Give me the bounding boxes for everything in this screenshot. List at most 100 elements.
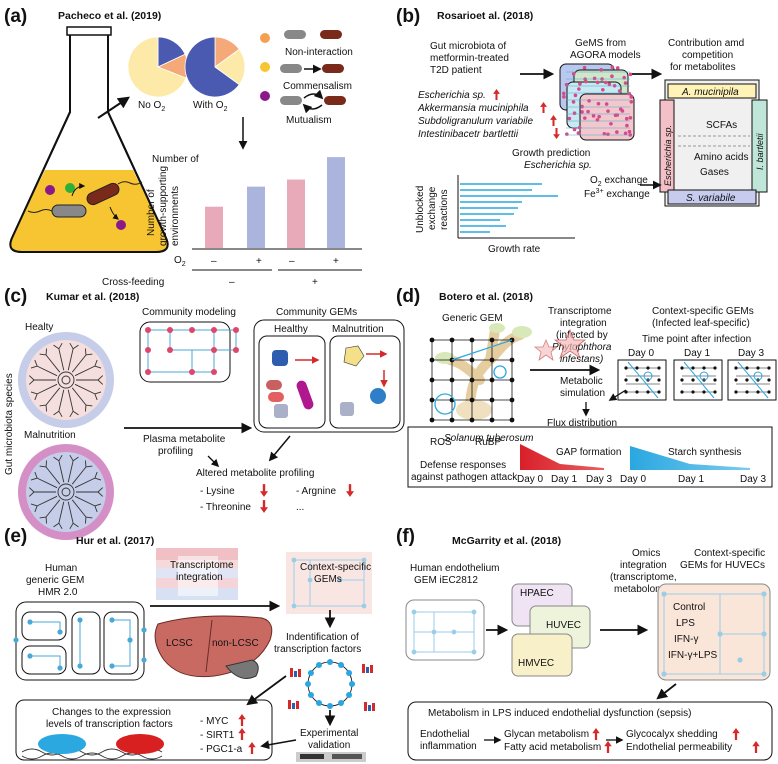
community-gems-label: Community GEMs bbox=[276, 307, 357, 318]
amino-acids-label: Amino acids bbox=[694, 152, 748, 163]
network-node bbox=[145, 327, 151, 333]
gem-node bbox=[599, 67, 603, 72]
metabolite-ellipsis: ... bbox=[296, 502, 304, 513]
gem-node bbox=[564, 82, 569, 87]
o2-sign-1: – bbox=[211, 256, 217, 267]
tf-node bbox=[327, 703, 333, 709]
gem-node bbox=[509, 357, 515, 363]
transcription-factor-network bbox=[288, 659, 375, 711]
gem-node bbox=[624, 116, 629, 121]
contrib-line-3: for metabolites bbox=[670, 62, 736, 73]
gem-node bbox=[601, 87, 605, 92]
gem-node bbox=[627, 91, 632, 96]
panel-b: (b) Rosarioet al. (2018) Gut microbiota … bbox=[396, 6, 768, 255]
gem-node bbox=[489, 377, 495, 383]
fatty-acid-metabolism: Fatty acid metabolism bbox=[504, 742, 601, 753]
gem-node bbox=[587, 98, 591, 103]
tf-node bbox=[307, 670, 314, 676]
gem-node bbox=[595, 80, 600, 85]
context-e-line-1: Context-specific bbox=[300, 562, 371, 573]
day-3-starch: Day 3 bbox=[740, 474, 767, 485]
network-node bbox=[211, 327, 217, 333]
community-healthy-label: Healthy bbox=[274, 324, 308, 335]
growth-bar bbox=[247, 186, 265, 248]
panel-a-author: Pacheco et al. (2019) bbox=[58, 10, 161, 22]
o2-exchange-label: O2 exchange bbox=[590, 175, 648, 188]
endothelial-permeability: Endothelial permeability bbox=[626, 742, 732, 753]
pie-with-o2-label: With O2 bbox=[193, 100, 228, 113]
generic-gem-label: Generic GEM bbox=[442, 313, 503, 324]
o2-sign-2: + bbox=[256, 256, 262, 267]
context-line-2: (Infected leaf-specific) bbox=[652, 318, 750, 329]
healthy-microbiota-disc bbox=[18, 332, 114, 428]
panel-e: (e) Hur et al. (2017) Human generic GEM … bbox=[4, 526, 375, 762]
metabolic-line-2: simulation bbox=[560, 388, 605, 399]
gem-node bbox=[429, 417, 435, 423]
gem-node bbox=[429, 377, 435, 383]
panel-e-label: (e) bbox=[4, 526, 27, 547]
ros-label: ROS bbox=[430, 437, 452, 448]
panel-c-author: Kumar et al. (2018) bbox=[46, 291, 139, 303]
gem-node bbox=[449, 417, 455, 423]
scfas-label: SCFAs bbox=[706, 120, 737, 131]
gem-node bbox=[429, 397, 435, 403]
context-f-line-2: GEMs for HUVECs bbox=[680, 560, 765, 571]
omics-line-1: Omics bbox=[632, 548, 660, 559]
network-node bbox=[233, 327, 239, 333]
transcriptome-e-line-2: integration bbox=[176, 572, 223, 583]
gem-node bbox=[629, 99, 634, 104]
factor-pgc1a: - PGC1-a bbox=[200, 744, 243, 755]
network-node bbox=[167, 327, 173, 333]
identification-line-2: transcription factors bbox=[274, 644, 361, 655]
gems-line-1: GeMS from bbox=[575, 38, 626, 49]
gem-node bbox=[607, 82, 612, 87]
network-node bbox=[189, 327, 195, 333]
day-1-gap: Day 1 bbox=[551, 474, 578, 485]
tf-node bbox=[349, 681, 355, 687]
gem-node bbox=[489, 357, 495, 363]
context-e-line-2: GEMs bbox=[314, 574, 342, 585]
transcriptome-heatmap bbox=[156, 548, 238, 600]
panel-a: (a) Pacheco et al. (2019) No O2 With O2 bbox=[4, 6, 362, 288]
gem-node bbox=[615, 66, 620, 70]
intro-line-1: Gut microbiota of bbox=[430, 41, 506, 52]
gem-node bbox=[628, 133, 633, 137]
gem-node bbox=[469, 417, 475, 423]
human-line-3: HMR 2.0 bbox=[38, 587, 78, 598]
crossfeeding-sign-1: – bbox=[229, 277, 235, 288]
gem-node bbox=[577, 125, 582, 130]
day-3-gap: Day 3 bbox=[586, 474, 613, 485]
growth-bar-chart: Number of O2 – + – + Cross-feeding – + bbox=[102, 154, 362, 288]
community-malnutrition-label: Malnutrition bbox=[332, 324, 384, 335]
gem-node bbox=[592, 76, 597, 81]
nonlcsc-label: non-LCSC bbox=[212, 638, 259, 649]
panel-d-label: (d) bbox=[396, 286, 420, 307]
fe-exchange-label: Fe3+ exchange bbox=[584, 188, 650, 200]
context-f-line-1: Context-specific bbox=[694, 548, 765, 559]
interaction-legend: Non-interaction Commensalism Mutualism bbox=[260, 30, 353, 126]
omics-line-3: (transcriptome, bbox=[610, 572, 677, 583]
transcriptome-e-line-1: Transcriptome bbox=[170, 560, 234, 571]
transcriptome-line-5: infestans) bbox=[560, 354, 603, 365]
gem-node bbox=[572, 111, 577, 116]
tf-node bbox=[338, 661, 344, 668]
gem-node bbox=[580, 110, 584, 114]
gem-node bbox=[509, 377, 515, 383]
tf-node bbox=[316, 700, 322, 707]
gem-node bbox=[617, 89, 622, 93]
healty-label: Healty bbox=[25, 322, 53, 333]
gem-node bbox=[591, 114, 596, 118]
transcriptome-line-2: integration bbox=[560, 318, 607, 329]
gem-node bbox=[573, 93, 578, 98]
day-3-top: Day 3 bbox=[738, 348, 765, 359]
gem-node bbox=[615, 130, 619, 134]
i-bartlettii-label: I. bartletii bbox=[755, 132, 765, 170]
gem-node bbox=[429, 337, 435, 343]
crossfeeding-sign-2: + bbox=[312, 277, 318, 288]
omics-line-2: integration bbox=[620, 560, 667, 571]
endo-line-1: Endothelial bbox=[420, 729, 469, 740]
gem-node bbox=[610, 65, 615, 70]
bar-ylabel-1: Number of bbox=[152, 154, 199, 165]
network-node bbox=[167, 347, 173, 353]
gem-node bbox=[623, 131, 628, 136]
